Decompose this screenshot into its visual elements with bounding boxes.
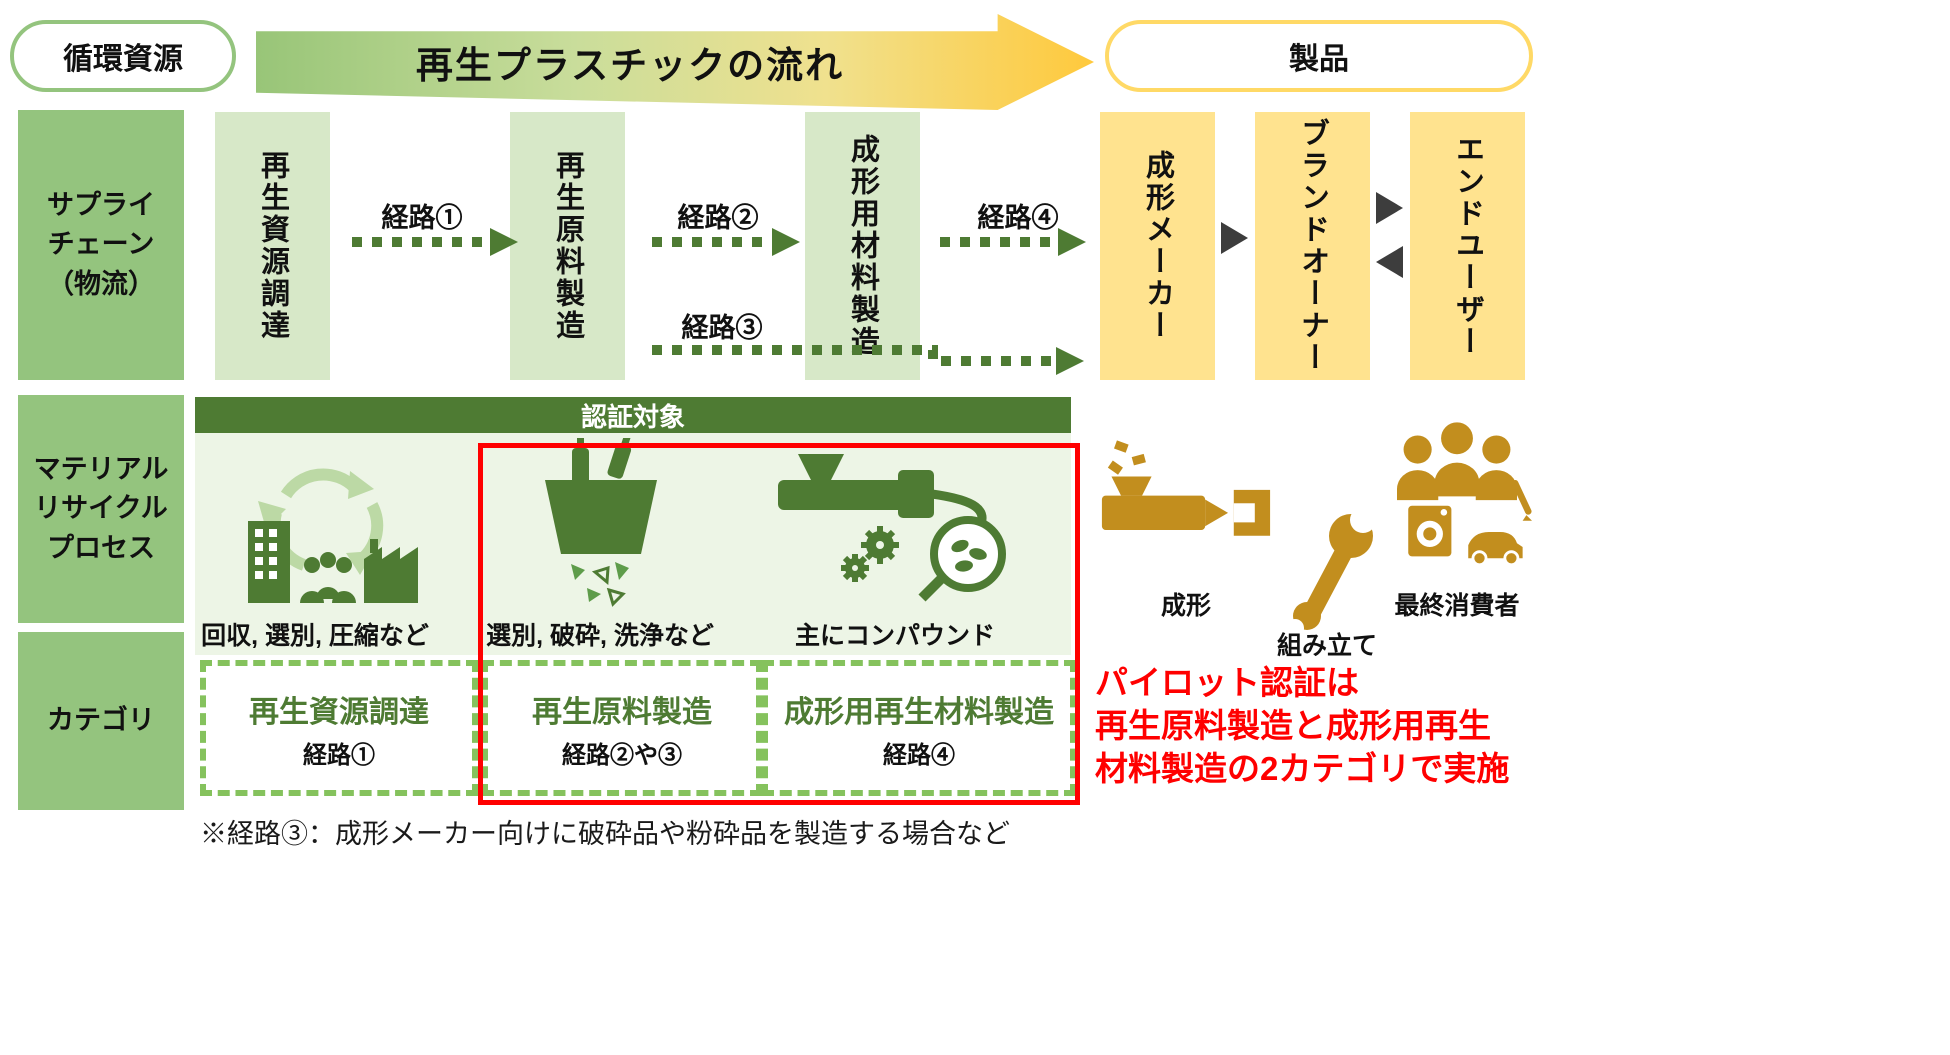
category-box-resource-procurement: 再生資源調達 経路① [200,660,478,796]
compound-extruder-icon [770,450,1020,610]
row-label-material-process: マテリアル リサイクル プロセス [18,395,184,623]
stage-molding-maker: 成形メーカー [1100,112,1215,380]
cyclic-resource-pill: 循環資源 [10,20,236,92]
route-1-label: 経路① [381,203,463,233]
step-caption-compound: 主にコンパウンド [794,622,995,650]
route-3-footnote: ※経路③：成形メーカー向けに破砕品や粉砕品を製造する場合など [200,819,1010,849]
category-route: 経路① [303,741,375,769]
consumers-icon [1382,412,1532,582]
arrow-right-icon [1221,222,1248,254]
step-caption-collection: 回収, 選別, 圧縮など [201,622,429,650]
stage-brand-owner: ブランドオーナー [1255,112,1370,380]
product-pill: 製品 [1105,20,1533,92]
stage-end-user: エンドユーザー [1410,112,1525,380]
caption-final-consumer: 最終消費者 [1394,592,1520,620]
stage-recycled-raw-material-mfg: 再生原料製造 [510,112,625,380]
route-4-label: 経路④ [977,203,1059,233]
flow-title: 再生プラスチックの流れ [415,45,845,86]
route-3-label: 経路③ [681,313,763,343]
category-route: 経路②や③ [562,741,682,769]
sorting-bag-icon [515,434,685,618]
category-route: 経路④ [883,741,955,769]
caption-assembly: 組み立て [1276,632,1377,660]
collection-recycle-icon [222,443,427,616]
certification-target-banner: 認証対象 [195,397,1071,433]
wrench-icon [1285,502,1376,637]
row-label-category: カテゴリ [18,632,184,810]
flow-arrow-icon: 再生プラスチックの流れ [256,14,1094,110]
molding-machine-icon [1100,438,1272,585]
category-box-molding-material-mfg: 成形用再生材料製造 経路④ [762,660,1076,796]
route-2-label: 経路② [677,203,759,233]
arrow-left-icon [1376,246,1403,278]
category-title: 成形用再生材料製造 [784,695,1054,729]
step-caption-sorting: 選別, 破砕, 洗浄など [486,622,714,650]
category-title: 再生資源調達 [249,695,429,729]
caption-molding: 成形 [1160,592,1211,620]
category-box-raw-material-mfg: 再生原料製造 経路②や③ [482,660,762,796]
arrow-right-icon [1376,192,1403,224]
pilot-certification-note: パイロット認証は 再生原料製造と成形用再生 材料製造の2カテゴリで実施 [1095,664,1510,787]
category-title: 再生原料製造 [532,695,712,729]
row-label-supply-chain: サプライ チェーン （物流） [18,110,184,380]
stage-recycled-resource-procurement: 再生資源調達 [215,112,330,380]
stage-molding-material-mfg: 成形用材料製造 [805,112,920,380]
